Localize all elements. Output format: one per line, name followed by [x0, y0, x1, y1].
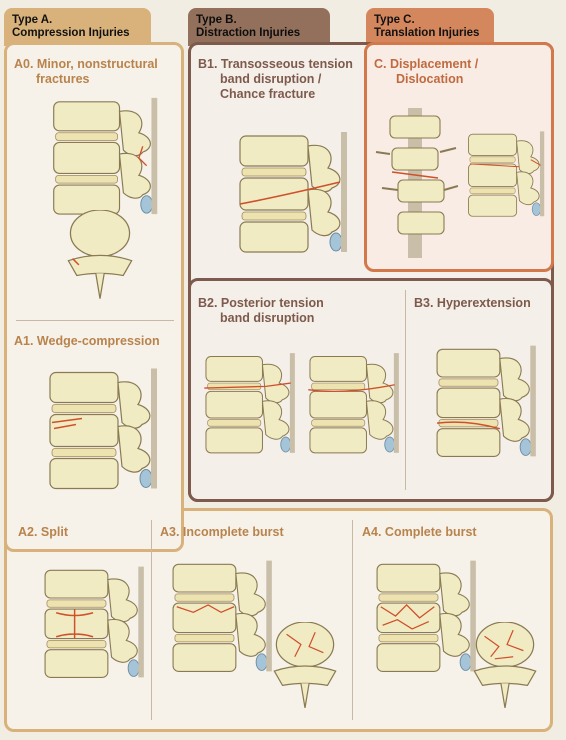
figure-a3-lateral: [162, 556, 282, 676]
tab-type-c-title: Type C.: [374, 14, 415, 26]
tab-type-a-title: Type A.: [12, 14, 53, 26]
label-a3: A3. Incomplete burst: [160, 525, 284, 539]
figure-b2-right: [300, 348, 408, 458]
figure-a0-lateral: [40, 96, 170, 216]
separator-a3-a4: [352, 520, 353, 720]
figure-b1-chance: [228, 128, 358, 256]
figure-a4-lateral: [366, 556, 486, 676]
tab-type-b: Type B. Distraction Injuries: [188, 8, 330, 46]
figure-a4-axial: [473, 622, 537, 709]
separator-b2-b3: [405, 290, 406, 490]
figure-a3-axial: [273, 622, 337, 709]
label-a2: A2. Split: [18, 525, 69, 539]
tab-type-c-subtitle: Translation Injuries: [374, 27, 480, 39]
tab-type-b-title: Type B.: [196, 14, 237, 26]
label-b2: B2. Posterior tension band disruption: [198, 296, 324, 325]
label-b3: B3. Hyperextension: [414, 296, 531, 310]
figure-a1-wedge: [38, 366, 168, 491]
figure-b2-left: [196, 348, 304, 458]
label-a0: A0. Minor, nonstructural fractures: [14, 57, 158, 86]
label-c: C. Displacement / Dislocation: [374, 57, 479, 86]
label-a1: A1. Wedge-compression: [14, 334, 160, 348]
label-b1: B1. Transosseous tension band disruption…: [198, 57, 353, 101]
figure-a2-split: [34, 562, 154, 682]
figure-c-frontal: [375, 108, 458, 258]
figure-a0-axial: [67, 210, 133, 300]
tab-type-b-subtitle: Distraction Injuries: [196, 27, 301, 39]
tab-type-a: Type A. Compression Injuries: [4, 8, 151, 46]
separator-a0-a1: [16, 320, 174, 321]
separator-a2-a3: [151, 520, 152, 720]
tab-type-c: Type C. Translation Injuries: [366, 8, 494, 46]
tab-type-a-subtitle: Compression Injuries: [12, 27, 130, 39]
label-a4: A4. Complete burst: [362, 525, 477, 539]
figure-c-lateral: [460, 108, 552, 258]
figure-b3-hyperextension: [426, 336, 546, 466]
